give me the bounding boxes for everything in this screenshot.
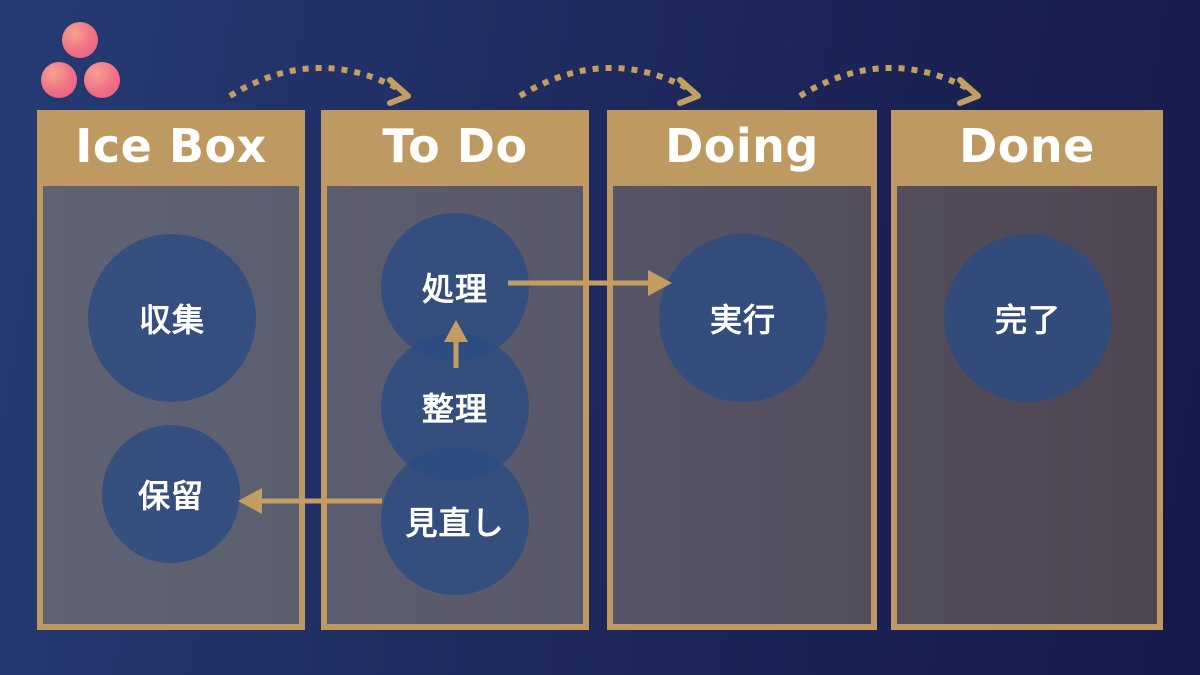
flow-arrow-doing-done [798, 65, 976, 99]
edge-arrowhead-process [444, 320, 468, 342]
edge-arrowhead-execute [648, 270, 672, 296]
logo-dot-right [84, 62, 120, 98]
node-hold: 保留 [102, 425, 240, 563]
flow-arrowhead-todo-doing [677, 77, 701, 106]
flow-arrow-icebox-todo [228, 65, 406, 99]
flow-arrowhead-doing-done [957, 77, 981, 106]
logo-dot-left [41, 62, 77, 98]
column-title-todo: To Do [382, 119, 528, 173]
flow-arrow-todo-doing [518, 65, 696, 99]
node-execute: 実行 [659, 234, 827, 402]
column-title-icebox: Ice Box [75, 119, 267, 173]
node-collect: 収集 [88, 234, 256, 402]
column-title-done: Done [959, 119, 1095, 173]
node-complete: 完了 [944, 234, 1112, 402]
column-title-doing: Doing [665, 119, 819, 173]
node-review: 見直し [381, 447, 529, 595]
asana-logo-icon [38, 22, 122, 100]
edge-arrowhead-hold [238, 488, 262, 514]
flow-arrowhead-icebox-todo [387, 77, 411, 106]
logo-dot-top [62, 22, 98, 58]
